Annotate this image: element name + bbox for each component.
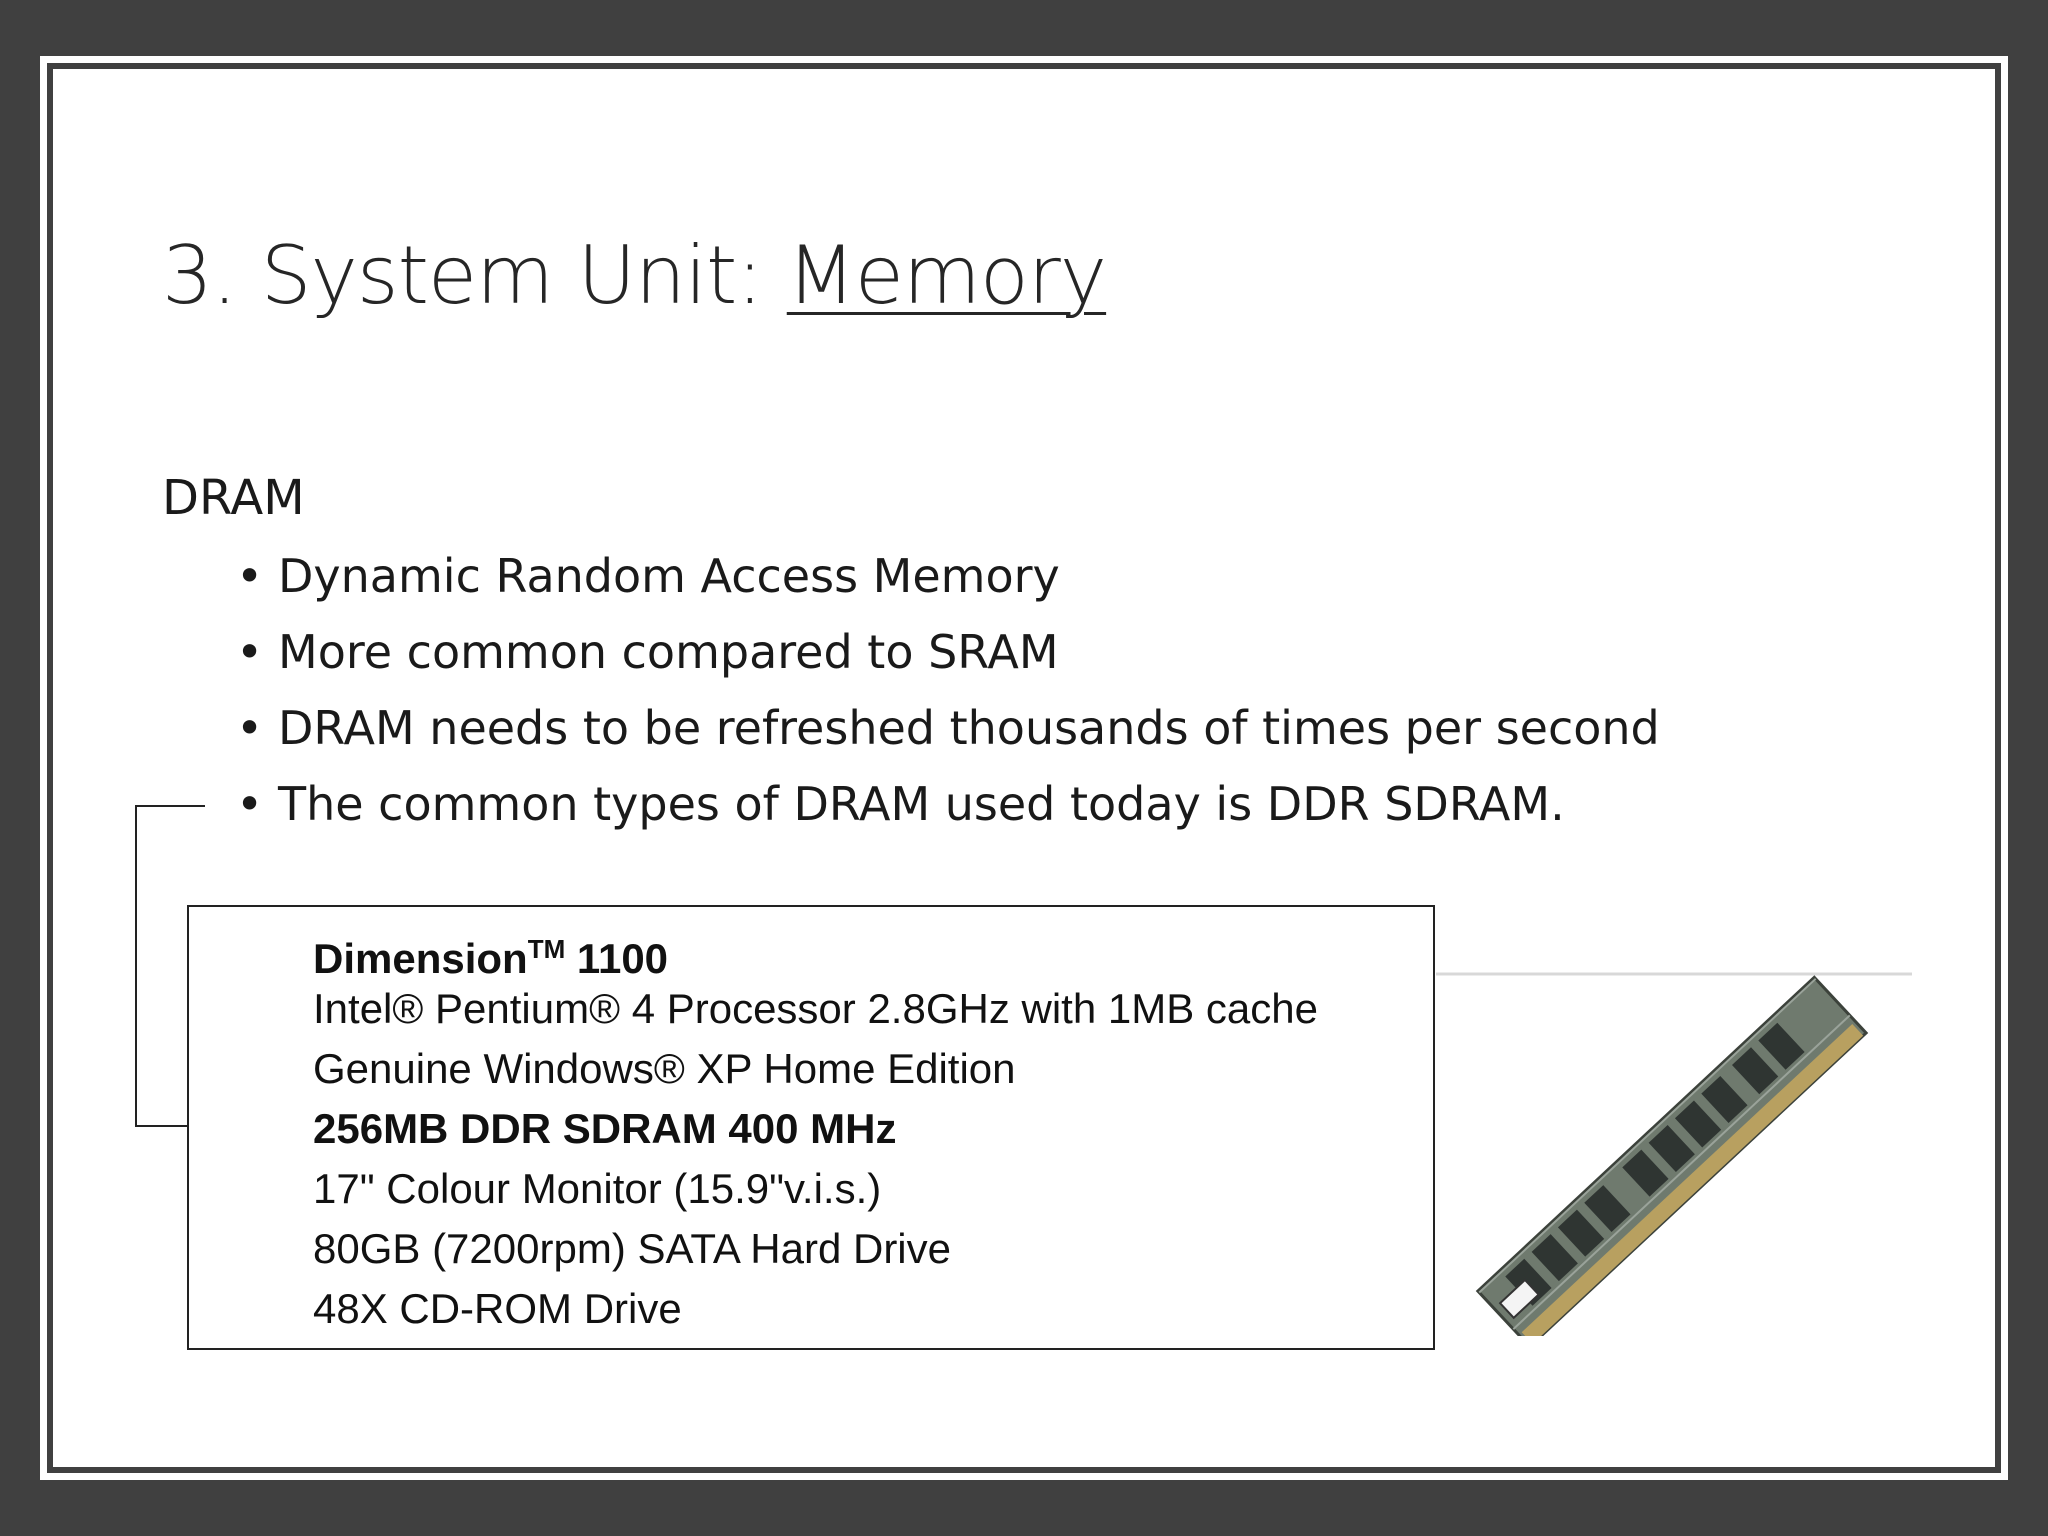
bullet-text: The common types of DRAM used today is D… bbox=[278, 777, 1565, 831]
spec-line: 17" Colour Monitor (15.9"v.i.s.) bbox=[313, 1165, 882, 1212]
model-name: Dimension bbox=[313, 935, 528, 982]
bullet-text: More common compared to SRAM bbox=[278, 625, 1059, 679]
model-trademark: TM bbox=[527, 934, 566, 964]
bullet-text: Dynamic Random Access Memory bbox=[278, 549, 1060, 603]
bullet-icon: • bbox=[236, 777, 264, 831]
spec-line: Genuine Windows® XP Home Edition bbox=[313, 1045, 1016, 1092]
bullet-item: • More common compared to SRAM bbox=[236, 624, 1660, 700]
bullet-icon: • bbox=[236, 701, 264, 755]
bullet-icon: • bbox=[236, 625, 264, 679]
spec-line: 48X CD-ROM Drive bbox=[313, 1285, 682, 1332]
title-underlined: Memory bbox=[786, 229, 1107, 322]
bullet-icon: • bbox=[236, 549, 264, 603]
spec-box: DimensionTM 1100 Intel® Pentium® 4 Proce… bbox=[187, 905, 1435, 1350]
bullet-item: • DRAM needs to be refreshed thousands of… bbox=[236, 700, 1660, 776]
slide-title: 3. System Unit: Memory bbox=[162, 236, 1107, 316]
bullet-list: • Dynamic Random Access Memory • More comm… bbox=[236, 548, 1660, 852]
model-number: 1100 bbox=[565, 935, 669, 982]
spec-model: DimensionTM 1100 bbox=[313, 919, 1318, 982]
title-prefix: 3. System Unit: bbox=[162, 229, 787, 322]
bullet-text: DRAM needs to be refreshed thousands of … bbox=[278, 701, 1660, 755]
spec-lines: DimensionTM 1100 Intel® Pentium® 4 Proce… bbox=[313, 919, 1318, 1339]
ram-module-image bbox=[1436, 972, 1912, 1336]
spec-line: Intel® Pentium® 4 Processor 2.8GHz with … bbox=[313, 985, 1318, 1032]
spec-line: 80GB (7200rpm) SATA Hard Drive bbox=[313, 1225, 951, 1272]
slide-outer-border bbox=[40, 56, 2008, 1480]
section-heading: DRAM bbox=[162, 470, 305, 526]
bullet-item: • Dynamic Random Access Memory bbox=[236, 548, 1660, 624]
bullet-item: • The common types of DRAM used today is … bbox=[236, 776, 1660, 852]
spec-line-highlighted: 256MB DDR SDRAM 400 MHz bbox=[313, 1105, 897, 1152]
